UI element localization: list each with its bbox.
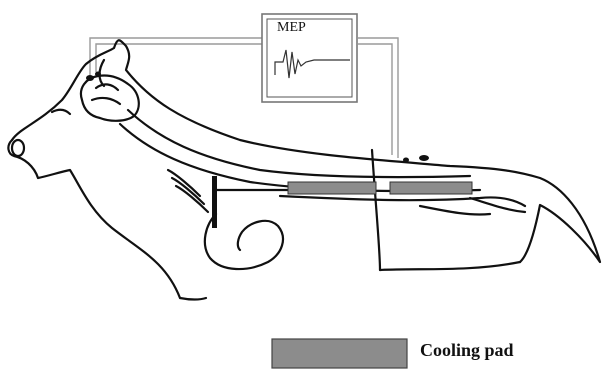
cooling-pad-2 [390, 182, 472, 194]
head-electrode-1 [86, 75, 94, 81]
back-electrode-2 [419, 155, 429, 161]
head-electrode-2 [95, 72, 101, 77]
brain-gyrus-1 [96, 84, 118, 90]
wire-right-inner [358, 44, 392, 155]
hind-limb-line [372, 150, 380, 270]
mep-label: MEP [277, 20, 306, 36]
dog-eye [52, 110, 70, 114]
brain-gyrus-2 [92, 98, 120, 104]
wire-left-inner [96, 44, 262, 72]
back-electrodes [403, 155, 429, 163]
cooling-pad-1 [288, 182, 376, 194]
spinal-cord-tail-lower [420, 206, 490, 215]
tail-root [470, 198, 525, 212]
belly-outline [380, 262, 520, 270]
legend-swatch [272, 339, 407, 368]
back-electrode-1 [403, 158, 409, 163]
spinal-canal-upper [128, 110, 470, 177]
legend-label: Cooling pad [420, 340, 514, 361]
nerve-root-3 [176, 186, 208, 212]
stimulating-electrode [212, 176, 217, 228]
dog-jaw-neck-outline [8, 140, 180, 298]
nerve-root-2 [172, 178, 204, 204]
front-leg-outline [180, 298, 206, 300]
dog-nose [12, 140, 24, 156]
